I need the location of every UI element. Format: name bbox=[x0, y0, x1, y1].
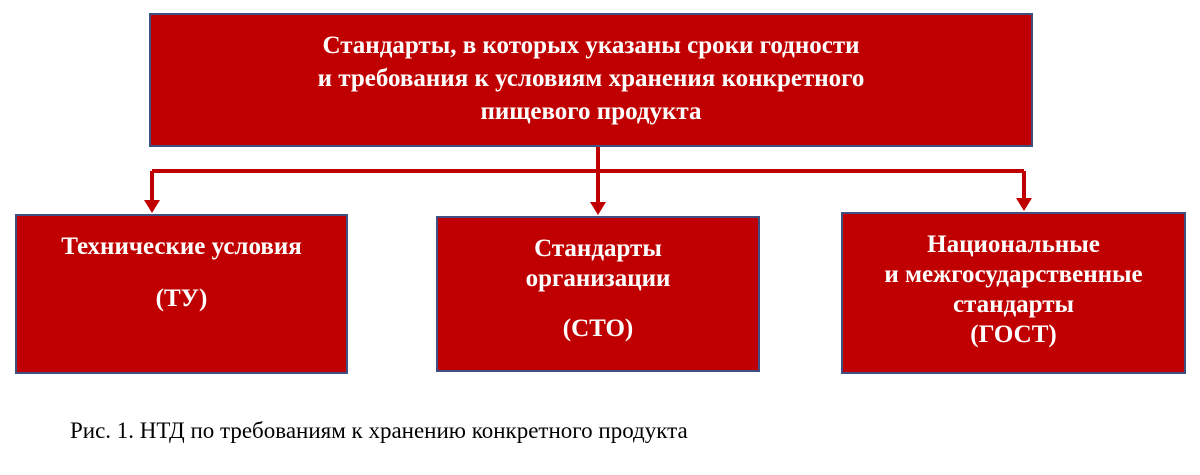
root-title-line-1: Стандарты, в которых указаны сроки годно… bbox=[322, 31, 860, 59]
figure-caption: Рис. 1. НТД по требованиям к хранению ко… bbox=[70, 418, 688, 443]
tu-title: Технические условия bbox=[61, 233, 302, 260]
gost-title-line-3: стандарты bbox=[952, 291, 1075, 318]
arrowhead-tu bbox=[144, 200, 160, 213]
root-title-line-2: и требования к условиям хранения конкрет… bbox=[317, 64, 865, 92]
sto-abbreviation: (СТО) bbox=[562, 315, 634, 342]
organization-standards-box: Стандарты организации (СТО) bbox=[436, 216, 760, 372]
sto-title-line-1: Стандарты bbox=[534, 235, 662, 262]
sto-title-line-2: организации bbox=[525, 265, 671, 292]
root-standards-box: Стандарты, в которых указаны сроки годно… bbox=[149, 13, 1033, 147]
arrowhead-gost bbox=[1016, 198, 1032, 211]
national-standards-box: Национальные и межгосударственные станда… bbox=[841, 212, 1186, 374]
tu-abbreviation: (ТУ) bbox=[155, 285, 208, 312]
technical-conditions-box: Технические условия (ТУ) bbox=[15, 214, 348, 374]
arrowhead-sto bbox=[590, 202, 606, 215]
gost-title-line-1: Национальные bbox=[927, 231, 1100, 258]
gost-abbreviation: (ГОСТ) bbox=[970, 321, 1057, 348]
root-title-line-3: пищевого продукта bbox=[480, 97, 702, 125]
gost-title-line-2: и межгосударственные bbox=[884, 261, 1143, 288]
